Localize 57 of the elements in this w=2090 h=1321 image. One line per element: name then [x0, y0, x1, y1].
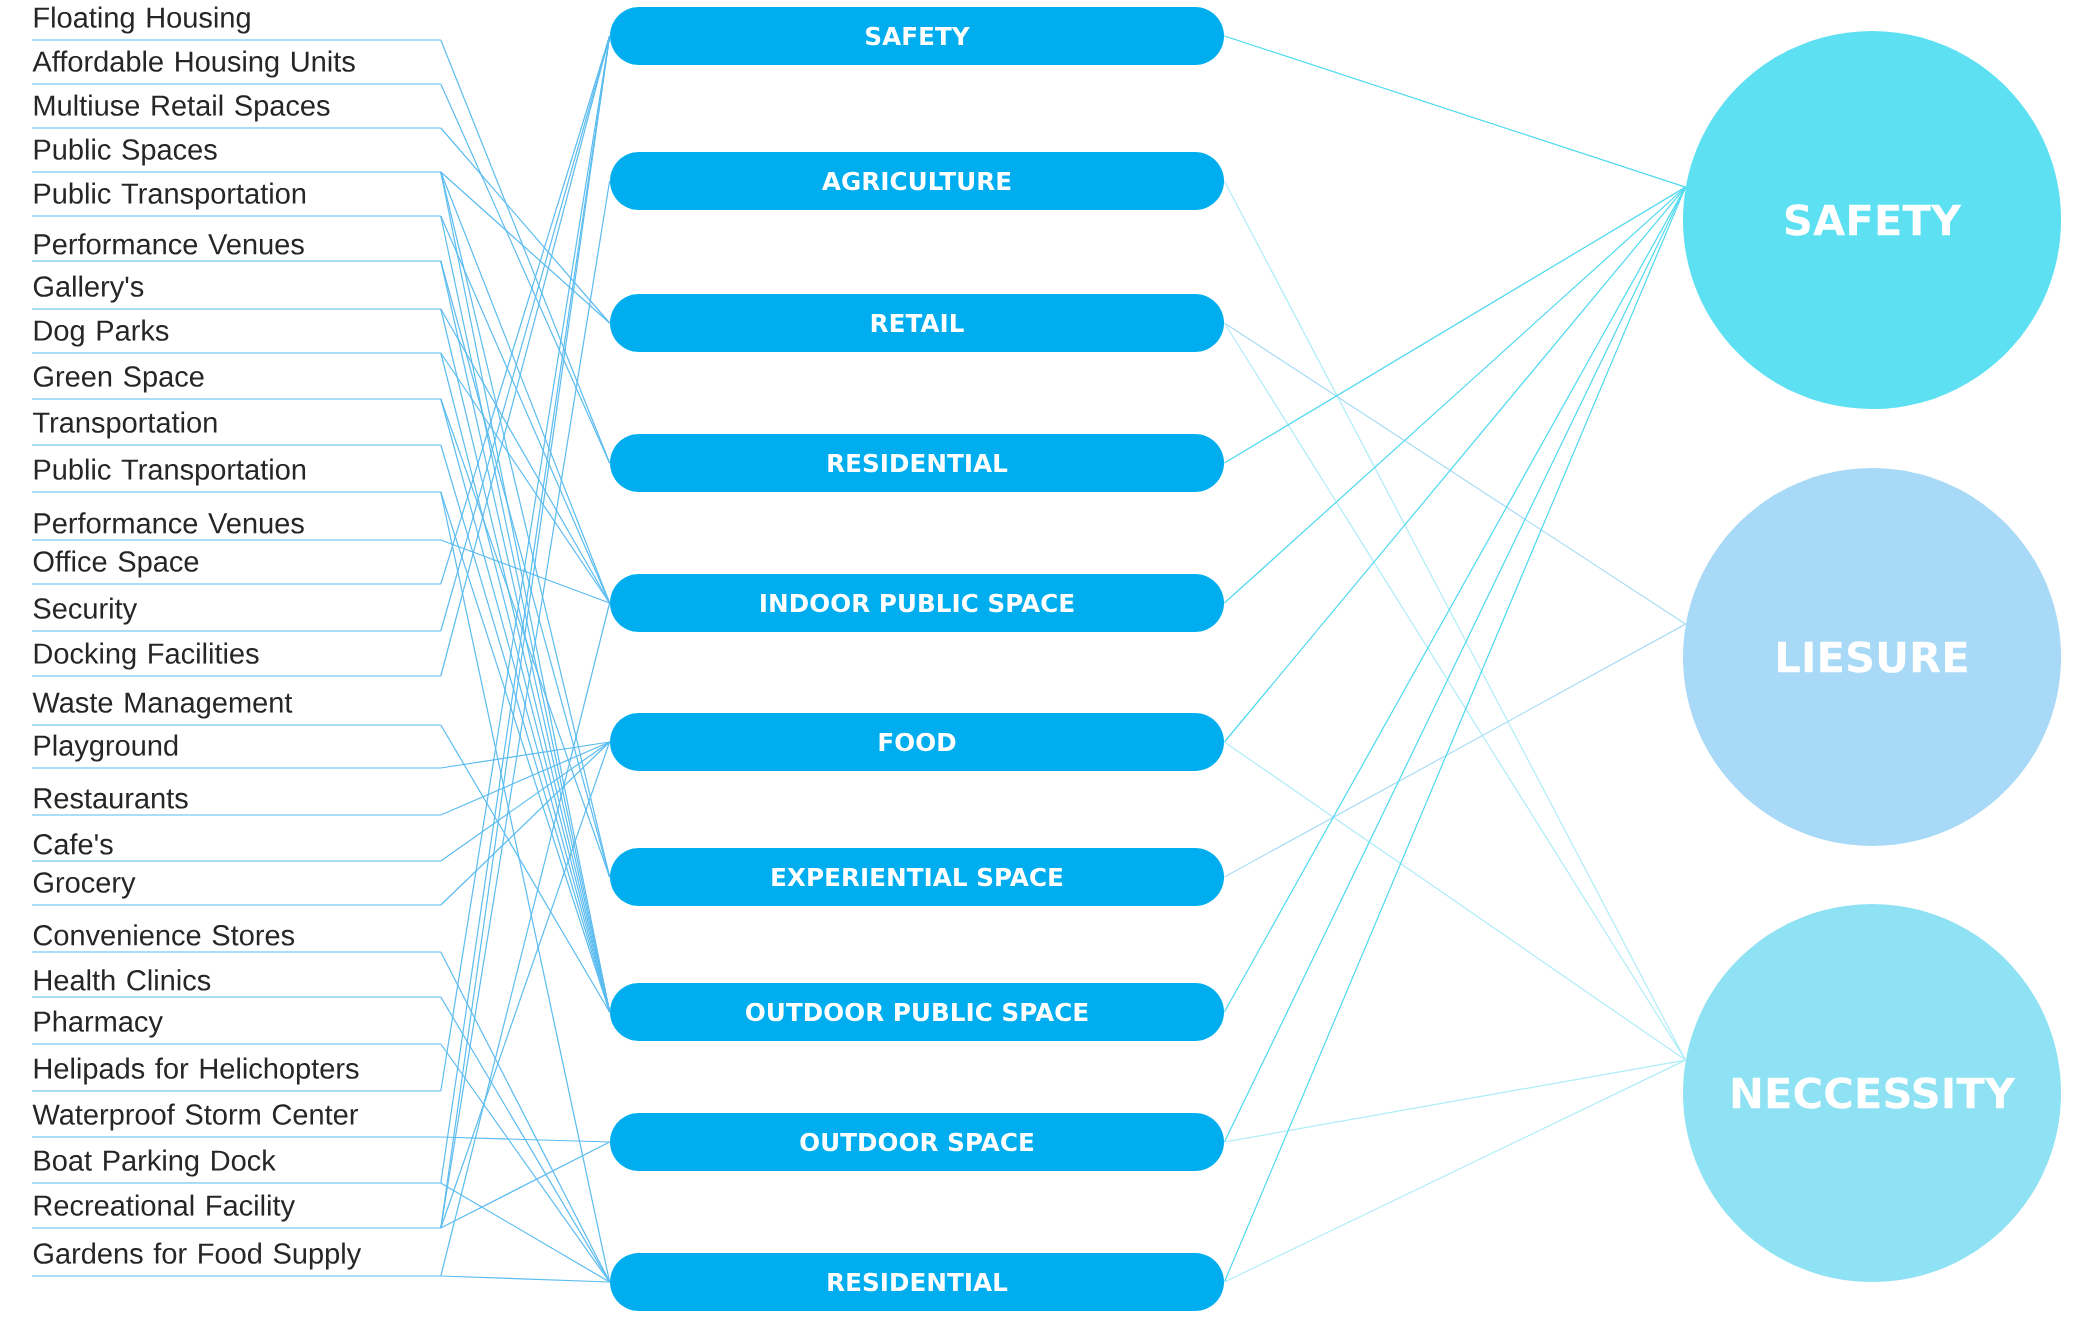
category-box: RETAIL [610, 294, 1224, 352]
list-item: Helipads for Helichopters [31, 1057, 442, 1092]
connector-line [440, 1043, 611, 1283]
list-item: Public Transportation [31, 182, 442, 217]
connector-line [1223, 35, 1687, 188]
connector-line [440, 1141, 611, 1229]
connector-line [440, 741, 611, 769]
list-item: Pharmacy [31, 1010, 442, 1045]
list-item: Convenience Stores [31, 924, 442, 953]
connector-line [440, 724, 611, 1013]
connector-line [1223, 322, 1687, 625]
connector-line [1223, 186, 1687, 743]
connector-line [440, 539, 611, 604]
list-item: Multiuse Retail Spaces [31, 94, 442, 129]
list-item: Gallery's [31, 275, 442, 310]
list-item: Waterproof Storm Center [31, 1103, 442, 1138]
list-item: Floating Housing [31, 6, 442, 41]
list-item: Restaurants [31, 788, 442, 816]
category-box: EXPERIENTIAL SPACE [610, 848, 1224, 906]
connector-line [440, 741, 611, 816]
list-item: Boat Parking Dock [31, 1149, 442, 1184]
list-item: Cafe's [31, 833, 442, 862]
category-box: RESIDENTIAL [610, 434, 1224, 492]
category-box: INDOOR PUBLIC SPACE [610, 574, 1224, 632]
list-item: Dog Parks [31, 319, 442, 354]
connector-line [440, 741, 611, 1229]
connector-line [1223, 322, 1687, 1061]
list-item: Security [31, 597, 442, 632]
list-item: Performance Venues [31, 512, 442, 541]
connector-line [440, 1275, 611, 1283]
list-item: Docking Facilities [31, 642, 442, 677]
connector-line [1223, 741, 1687, 1061]
list-item: Waste Management [31, 692, 442, 726]
list-item: Green Space [31, 366, 442, 400]
list-item: Recreational Facility [31, 1194, 442, 1229]
list-item: Affordable Housing Units [31, 50, 442, 85]
list-item: Grocery [31, 872, 442, 906]
connector-line [440, 1182, 611, 1283]
category-box: FOOD [610, 713, 1224, 771]
connector-line [1223, 1059, 1687, 1283]
connector-line [440, 741, 611, 906]
connector-line [440, 1136, 611, 1143]
category-box: OUTDOOR PUBLIC SPACE [610, 983, 1224, 1041]
category-box: AGRICULTURE [610, 152, 1224, 210]
list-item: Health Clinics [31, 969, 442, 998]
list-item: Playground [31, 734, 442, 769]
category-box: RESIDENTIAL [610, 1253, 1224, 1311]
category-box: OUTDOOR SPACE [610, 1113, 1224, 1171]
list-item: Public Spaces [31, 138, 442, 173]
connector-line [440, 171, 611, 324]
list-item: Transportation [31, 411, 442, 446]
list-item: Office Space [31, 550, 442, 585]
category-box: SAFETY [610, 7, 1224, 65]
list-item: Gardens for Food Supply [31, 1242, 442, 1277]
list-item: Performance Venues [31, 233, 442, 262]
connector-line [1223, 623, 1687, 878]
list-item: Public Transportation [31, 458, 442, 493]
